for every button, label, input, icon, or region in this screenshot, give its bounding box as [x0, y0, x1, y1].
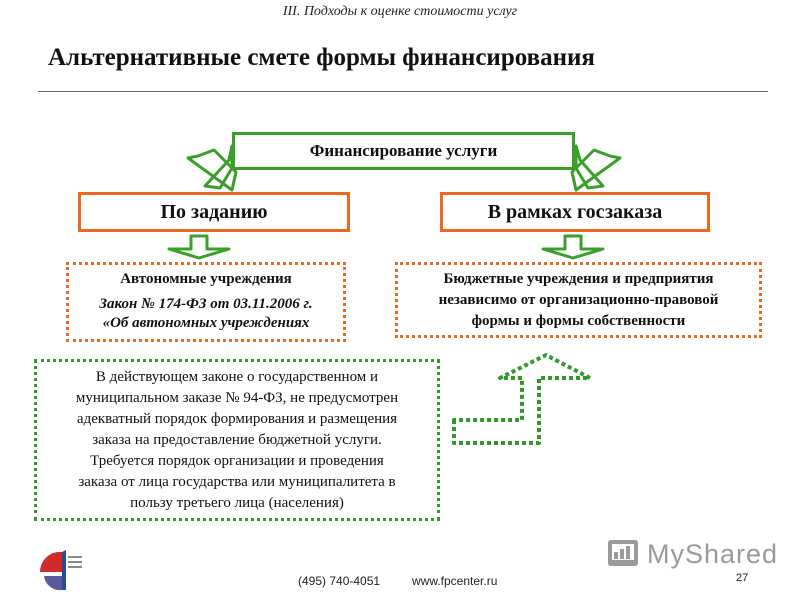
state-order-box: В рамках госзаказа [440, 192, 710, 232]
myshared-logo-icon [608, 540, 638, 566]
budget-institutions-box: Бюджетные учреждения и предприятия незав… [395, 262, 762, 338]
section-heading: III. Подходы к оценке стоимости услуг [282, 4, 518, 19]
law-line: Требуется порядок организации и проведен… [90, 452, 384, 469]
financing-root-box: Финансирование услуги [232, 132, 575, 170]
law-line: заказа от лица государства или муниципал… [78, 473, 396, 490]
budget-line-2: независимо от организационно-правовой [438, 291, 719, 308]
budget-line-1: Бюджетные учреждения и предприятия [443, 270, 714, 287]
left-branch-arrow [186, 144, 238, 192]
law-line: заказа на предоставление бюджетной услуг… [92, 431, 382, 448]
dotted-up-arrow [452, 353, 592, 445]
footer-phone: (495) 740-4051 [298, 574, 381, 588]
slide-title: Альтернативные смете формы финансировани… [48, 44, 595, 71]
right-down-arrow [541, 234, 605, 260]
footer-website[interactable]: www.fpcenter.ru [412, 574, 498, 588]
title-divider [38, 91, 768, 92]
law-note-box: В действующем законе о государственном и… [34, 359, 440, 521]
left-down-arrow [167, 234, 231, 260]
law-line: пользу третьего лица (населения) [130, 494, 344, 511]
autonomous-law-name: «Об автономных учреждениях [102, 315, 310, 331]
by-assignment-box: По заданию [78, 192, 350, 232]
autonomous-institutions-box: Автономные учреждения Закон № 174-ФЗ от … [66, 262, 346, 342]
autonomous-law-line: Закон № 174-ФЗ от 03.11.2006 г. [99, 296, 313, 312]
fpcenter-logo-icon [39, 550, 82, 591]
right-branch-arrow [570, 144, 622, 192]
watermark-text: MyShared [647, 539, 779, 569]
law-line: адекватный порядок формирования и размещ… [76, 410, 398, 427]
budget-line-3: формы и формы собственности [471, 312, 686, 329]
law-line: муниципальном заказе № 94-ФЗ, не предусм… [75, 389, 399, 406]
autonomous-title: Автономные учреждения [120, 271, 292, 287]
page-number: 27 [736, 572, 749, 584]
law-line: В действующем законе о государственном и [95, 368, 379, 385]
